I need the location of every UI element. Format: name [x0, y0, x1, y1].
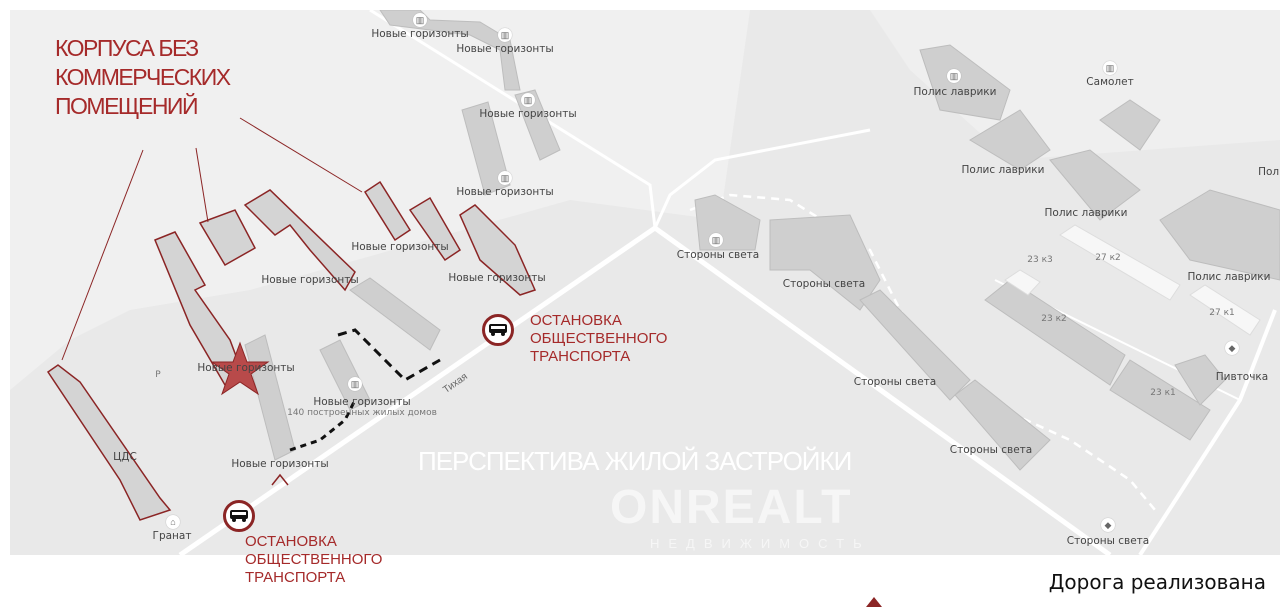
house-number: 23 к1	[1150, 388, 1176, 398]
map-label[interactable]: Новые горизонты	[231, 458, 329, 470]
map-label[interactable]: Новые горизонты	[479, 108, 577, 120]
buildings	[244, 10, 1280, 471]
bus-icon	[489, 324, 507, 336]
footpath	[689, 193, 1156, 511]
watermark-logo: ONREALT	[610, 481, 853, 534]
map-label[interactable]: Стороны света	[782, 278, 866, 290]
map-label[interactable]: ЦДС	[113, 451, 137, 463]
map-label[interactable]: Стороны света	[1066, 535, 1150, 547]
map-label[interactable]: Новые горизонты	[197, 362, 295, 374]
legend-road-done: Дорога реализована	[1048, 570, 1266, 594]
map-label[interactable]: Полис лаврики	[1187, 271, 1271, 283]
perspective-label: ПЕРСПЕКТИВА ЖИЛОЙ ЗАСТРОЙКИ	[418, 446, 852, 476]
road	[1138, 309, 1277, 555]
bus-stop-label: ОСТАНОВКА ОБЩЕСТВЕННОГО ТРАНСПОРТА	[530, 312, 667, 366]
map-label[interactable]: Новые горизонты	[456, 43, 554, 55]
bus-icon	[230, 510, 248, 522]
map-label[interactable]: Стороны света	[853, 376, 937, 388]
map-label[interactable]: Новые горизонты	[261, 274, 359, 286]
house-number: 23 к3	[1027, 255, 1053, 265]
watermark-subtitle: НЕДВИЖИМОСТЬ	[650, 536, 871, 551]
chevron-up-icon	[271, 473, 289, 486]
map-view[interactable]: ONREALT НЕДВИЖИМОСТЬ ▥ ▥ ▥ ▥ ▥ ▥ ▥ ◆ ◆ ▥…	[10, 10, 1280, 555]
bus-stop-line: ОБЩЕСТВЕННОГО	[530, 330, 668, 347]
building-icon[interactable]: ▥	[947, 69, 961, 83]
map-label[interactable]: Поли	[1258, 166, 1280, 178]
annotation-line: КОММЕРЧЕСКИХ	[55, 64, 231, 90]
location-star-icon	[210, 341, 270, 396]
planned-path	[289, 399, 357, 452]
house-number: 27 к2	[1095, 253, 1121, 263]
bus-stop-icon[interactable]	[482, 314, 514, 346]
planned-path	[337, 328, 441, 382]
map-label[interactable]: Самолет	[1086, 76, 1134, 88]
zone-area	[870, 10, 1280, 160]
annotation-title: КОРПУСА БЕЗ КОММЕРЧЕСКИХ ПОМЕЩЕНИЙ	[55, 34, 231, 121]
legend-marker-icon	[866, 597, 882, 607]
building-icon[interactable]: ▥	[1103, 61, 1117, 75]
house-number: 23 к2	[1041, 314, 1067, 324]
map-label[interactable]: Гранат	[152, 530, 192, 542]
map-sublabel: 140 построенных жилых домов	[287, 408, 437, 418]
building-icon[interactable]: ▥	[413, 13, 427, 27]
building-plots	[1004, 224, 1261, 336]
building-icon[interactable]: ▥	[521, 93, 535, 107]
bus-stop-icon[interactable]	[223, 500, 255, 532]
building-icon[interactable]: ▥	[498, 28, 512, 42]
highlighted-buildings	[46, 180, 537, 521]
road	[369, 10, 657, 229]
building-icon[interactable]: ▥	[709, 233, 723, 247]
map-base-layer	[10, 10, 1280, 555]
bus-stop-line: ТРАНСПОРТА	[245, 569, 346, 586]
pin-icon[interactable]: ◆	[1225, 341, 1239, 355]
bus-stop-line: ОСТАНОВКА	[245, 533, 337, 550]
bus-stop-line: ОБЩЕСТВЕННОГО	[245, 551, 383, 568]
map-label[interactable]: Новые горизонты	[313, 396, 411, 408]
map-label[interactable]: Стороны света	[676, 249, 760, 261]
map-label[interactable]: Стороны света	[949, 444, 1033, 456]
road	[653, 128, 871, 229]
bus-stop-line: ТРАНСПОРТА	[530, 348, 631, 365]
annotation-line: КОРПУСА БЕЗ	[55, 35, 199, 61]
map-label[interactable]: Новые горизонты	[351, 241, 449, 253]
map-label[interactable]: Новые горизонты	[371, 28, 469, 40]
bus-stop-line: ОСТАНОВКА	[530, 312, 622, 329]
map-label[interactable]: Полис лаврики	[1044, 207, 1128, 219]
house-number: 27 к1	[1209, 308, 1235, 318]
pin-icon[interactable]: ◆	[1101, 518, 1115, 532]
shop-basket-icon[interactable]: ⌂	[166, 515, 180, 529]
map-label[interactable]: Новые горизонты	[448, 272, 546, 284]
building-icon[interactable]: ▥	[498, 171, 512, 185]
map-label[interactable]: Пивточка	[1215, 371, 1269, 383]
map-label[interactable]: Полис лаврики	[961, 164, 1045, 176]
annotation-line: ПОМЕЩЕНИЙ	[55, 93, 198, 119]
bus-stop-label: ОСТАНОВКА ОБЩЕСТВЕННОГО ТРАНСПОРТА	[245, 533, 382, 587]
map-label[interactable]: Полис лаврики	[913, 86, 997, 98]
map-label[interactable]: Новые горизонты	[456, 186, 554, 198]
leader-lines	[61, 117, 363, 361]
parking-icon: P	[155, 370, 161, 380]
business-center-icon[interactable]: ▥	[348, 377, 362, 391]
